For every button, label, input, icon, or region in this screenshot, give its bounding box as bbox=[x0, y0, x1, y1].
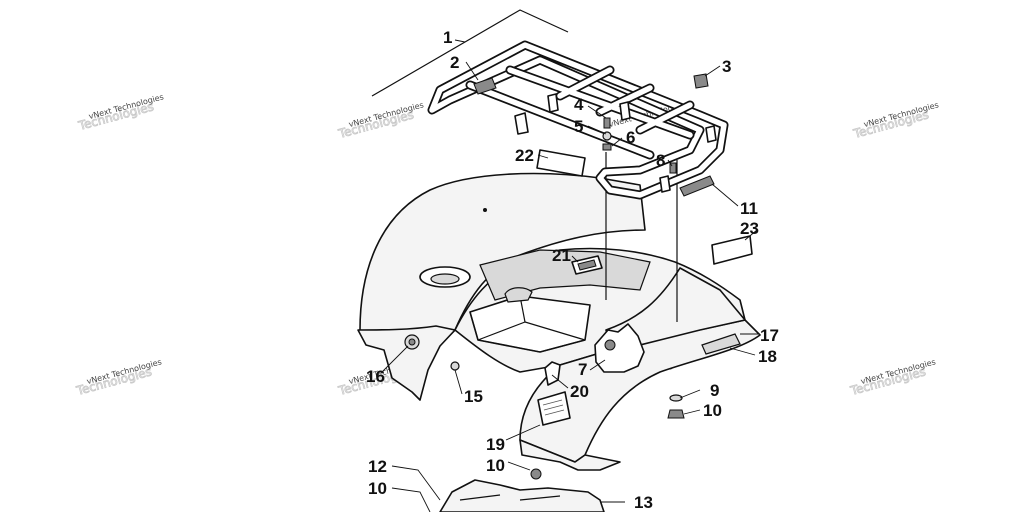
callout-21: 21 bbox=[552, 246, 571, 265]
callout-13: 13 bbox=[634, 493, 653, 512]
callout-6: 6 bbox=[626, 128, 635, 147]
callout-5: 5 bbox=[574, 117, 583, 136]
watermark-top-right: Technologies vNext Technologies bbox=[851, 100, 940, 141]
rear-fender bbox=[357, 149, 761, 471]
watermark-top-left: Technologies vNext Technologies bbox=[76, 92, 165, 133]
watermark-bottom-left: Technologies vNext Technologies bbox=[74, 357, 163, 398]
callout-20: 20 bbox=[570, 382, 589, 401]
callout-9: 9 bbox=[710, 381, 719, 400]
callout-8: 8 bbox=[656, 151, 665, 170]
watermark-top-center: Technologies vNext Technologies bbox=[336, 100, 425, 141]
callout-18: 18 bbox=[758, 347, 777, 366]
callout-2: 2 bbox=[450, 53, 459, 72]
callout-10-c: 10 bbox=[368, 479, 387, 498]
callout-23: 23 bbox=[740, 219, 759, 238]
lower-panel bbox=[439, 468, 605, 512]
callout-15: 15 bbox=[464, 387, 483, 406]
hardware-washer-nut bbox=[667, 394, 685, 419]
callouts: 1 2 3 4 5 6 8 11 22 23 21 17 18 7 16 15 … bbox=[366, 28, 779, 512]
callout-4: 4 bbox=[574, 95, 584, 114]
watermark-bottom-right: Technologies vNext Technologies bbox=[848, 357, 937, 398]
rear-rack bbox=[371, 9, 729, 200]
callout-17: 17 bbox=[760, 326, 779, 345]
callout-1: 1 bbox=[443, 28, 452, 47]
callout-19: 19 bbox=[486, 435, 505, 454]
callout-10-b: 10 bbox=[486, 456, 505, 475]
callout-12: 12 bbox=[368, 457, 387, 476]
callout-11: 11 bbox=[740, 199, 758, 218]
callout-22: 22 bbox=[515, 146, 534, 165]
callout-7: 7 bbox=[578, 360, 587, 379]
callout-3: 3 bbox=[722, 57, 731, 76]
callout-10-a: 10 bbox=[703, 401, 722, 420]
callout-16: 16 bbox=[366, 367, 385, 386]
leader-lines bbox=[381, 39, 758, 512]
